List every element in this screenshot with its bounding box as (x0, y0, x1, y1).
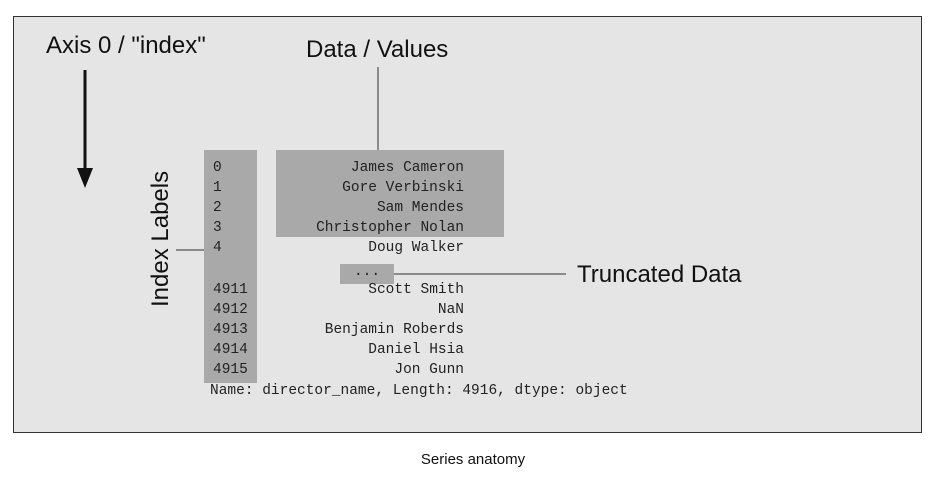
values-connector-line (377, 67, 379, 150)
value-cell: Benjamin Roberds (324, 322, 464, 338)
axis-label: Axis 0 / "index" (46, 32, 206, 59)
index-label: 4911 (213, 282, 248, 298)
index-label: 4 (213, 240, 222, 256)
index-label: 4912 (213, 302, 248, 318)
index-label: 4913 (213, 322, 248, 338)
value-cell: James Cameron (350, 160, 464, 176)
index-labels-connector-line (176, 249, 204, 251)
truncated-connector-line (394, 273, 566, 275)
value-cell: Gore Verbinski (342, 180, 464, 196)
index-label: 2 (213, 200, 222, 216)
ellipsis-highlight (340, 264, 394, 284)
value-cell: Doug Walker (368, 240, 464, 256)
index-labels-highlight (204, 150, 257, 383)
index-label: 4914 (213, 342, 248, 358)
index-label: 1 (213, 180, 222, 196)
series-footer: Name: director_name, Length: 4916, dtype… (210, 383, 628, 399)
figure-caption: Series anatomy (420, 451, 526, 468)
truncation-ellipsis: ... (353, 264, 381, 280)
values-label: Data / Values (306, 36, 449, 63)
index-label: 3 (213, 220, 222, 236)
index-label: 0 (213, 160, 222, 176)
value-cell: NaN (437, 302, 464, 318)
value-cell: Scott Smith (368, 282, 464, 298)
index-labels-label: Index Labels (147, 170, 174, 307)
truncated-data-label: Truncated Data (577, 261, 742, 288)
value-cell: Christopher Nolan (316, 220, 464, 236)
down-arrow-icon (77, 70, 93, 188)
value-cell: Daniel Hsia (368, 342, 464, 358)
value-cell: Sam Mendes (376, 200, 464, 216)
values-highlight (276, 150, 504, 237)
value-cell: Jon Gunn (394, 362, 464, 378)
index-label: 4915 (213, 362, 248, 378)
